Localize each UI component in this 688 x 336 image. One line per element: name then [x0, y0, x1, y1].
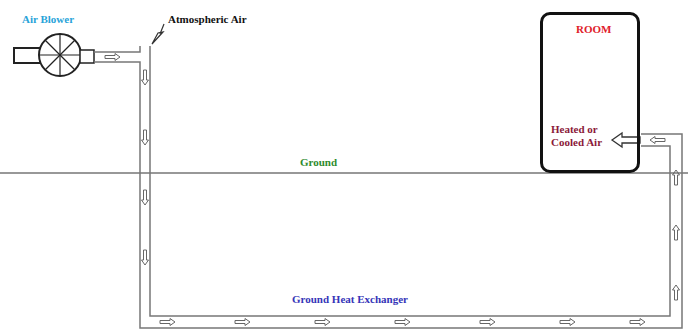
- inlet-arrow: [152, 32, 163, 44]
- blower-fan: [39, 34, 81, 76]
- flow-arrow: [560, 319, 575, 326]
- flow-arrow: [142, 130, 149, 145]
- room-inlet-arrow: [612, 133, 640, 147]
- flow-arrow: [235, 319, 250, 326]
- flow-arrow: [142, 190, 149, 205]
- pipe: [94, 46, 682, 328]
- flow-arrow: [160, 319, 175, 326]
- flow-arrow: [673, 225, 680, 240]
- flow-arrow: [480, 319, 495, 326]
- flow-arrow: [315, 319, 330, 326]
- room-title: ROOM: [576, 23, 611, 36]
- room-note: Heated or Cooled Air: [551, 123, 613, 149]
- inlet-arrow-shaft: [160, 24, 164, 34]
- exchanger-label: Ground Heat Exchanger: [292, 292, 408, 306]
- room-box: ROOM Heated or Cooled Air: [540, 12, 640, 173]
- ground-label: Ground: [300, 155, 337, 169]
- fan-blades: [39, 34, 81, 76]
- flow-arrow: [142, 250, 149, 265]
- component-label: Air Blower: [22, 12, 74, 26]
- flow-arrow: [142, 70, 149, 85]
- flow-arrow: [630, 319, 645, 326]
- flow-arrow: [395, 319, 410, 326]
- flow-arrows: [105, 54, 680, 326]
- flow-arrow: [105, 54, 120, 61]
- blower-outlet: [80, 50, 94, 63]
- flow-arrow: [650, 137, 665, 144]
- flow-arrow: [673, 285, 680, 300]
- blower-motor: [14, 48, 40, 63]
- inlet-label: Atmospheric Air: [168, 12, 247, 26]
- flow-arrow: [673, 170, 680, 185]
